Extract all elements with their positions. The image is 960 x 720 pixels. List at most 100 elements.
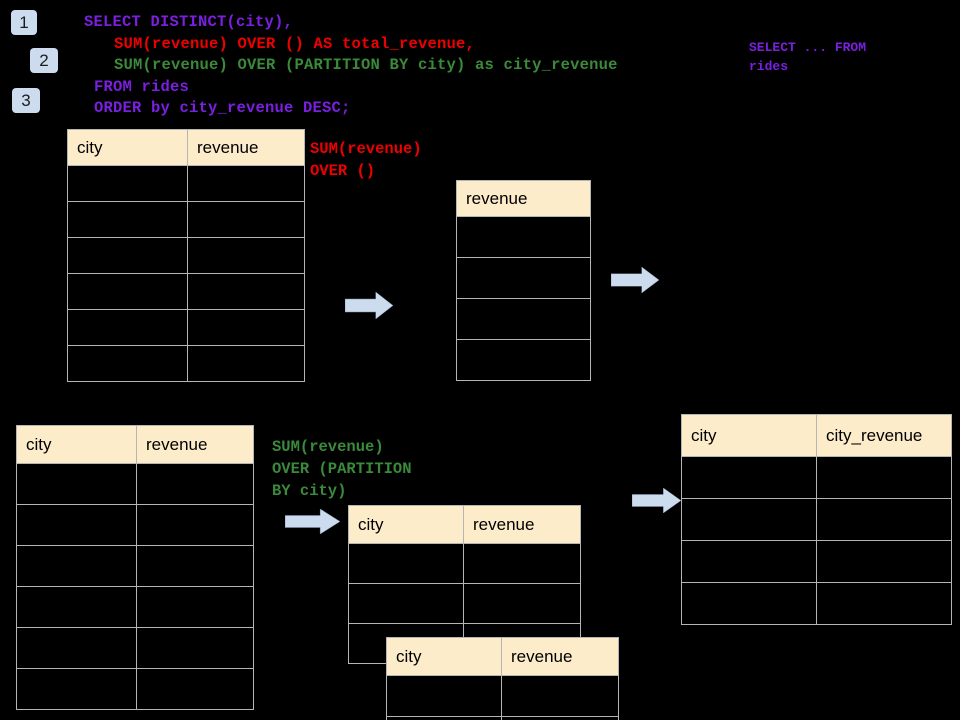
table-cell [816, 498, 952, 541]
table-cell [501, 716, 619, 720]
table-cell [136, 463, 254, 505]
step-badge-label: 1 [19, 13, 29, 32]
column-header-revenue: revenue [456, 180, 591, 217]
table-cell [681, 540, 817, 583]
table-cell [136, 668, 254, 710]
sql-query-block: SELECT DISTINCT(city),SUM(revenue) OVER … [84, 12, 618, 120]
table-cell [187, 165, 305, 202]
sql-line-5: ORDER by city_revenue DESC; [94, 99, 351, 117]
table-cell [16, 545, 137, 587]
table-cell [816, 582, 952, 625]
table-cell [187, 273, 305, 310]
table-cell [681, 582, 817, 625]
column-header-revenue: revenue [463, 505, 581, 544]
table-row [16, 463, 254, 505]
table-cell [67, 201, 188, 238]
table-row [456, 339, 591, 381]
table-cell [67, 345, 188, 382]
table-cell [16, 504, 137, 546]
column-header-revenue: revenue [187, 129, 305, 166]
table-cell [463, 543, 581, 584]
table-cell [456, 339, 591, 381]
table-cell [16, 463, 137, 505]
table-cell [456, 298, 591, 340]
table-cell [67, 309, 188, 346]
step-badge-label: 3 [21, 91, 31, 110]
table-cell [463, 583, 581, 624]
arrow-source-to-partition-icon [284, 508, 341, 535]
table-row [16, 545, 254, 587]
table-cell [187, 201, 305, 238]
table-cell [501, 675, 619, 717]
arrow-source-to-total-icon [344, 291, 394, 320]
table-row [67, 165, 305, 202]
table-row [681, 540, 952, 583]
table-cell [136, 586, 254, 628]
table-header-row: revenue [456, 180, 591, 217]
table-cell [136, 627, 254, 669]
step-badge-2: 2 [30, 48, 58, 73]
step-badge-label: 2 [39, 51, 49, 70]
table-cell [16, 586, 137, 628]
table-cell [16, 668, 137, 710]
table-row [67, 345, 305, 382]
table-row [348, 583, 581, 624]
table-cell [681, 498, 817, 541]
column-header-city: city [16, 425, 137, 464]
table-row [456, 298, 591, 340]
table-row [67, 237, 305, 274]
table-total-revenue: revenue [456, 180, 591, 381]
sql-line-4: FROM rides [94, 77, 190, 96]
table-row [681, 498, 952, 541]
table-cell [187, 309, 305, 346]
table-cell [348, 583, 464, 624]
table-row [386, 716, 619, 720]
table-cell [136, 504, 254, 546]
table-cell [187, 345, 305, 382]
column-header-revenue: revenue [136, 425, 254, 464]
table-cell [816, 456, 952, 499]
column-header-revenue: revenue [501, 637, 619, 676]
table-row [16, 668, 254, 710]
table-cell [816, 540, 952, 583]
table-cell [348, 543, 464, 584]
table-row [67, 309, 305, 346]
table-row [16, 586, 254, 628]
table-cell [456, 216, 591, 258]
table-row [348, 543, 581, 584]
table-row [16, 627, 254, 669]
table-cell [386, 675, 502, 717]
step-badge-3: 3 [12, 88, 40, 113]
column-header-city: city [67, 129, 188, 166]
arrow-total-to-result-icon [610, 266, 660, 294]
table-cell [681, 456, 817, 499]
table-row [386, 675, 619, 717]
annotation-sum-over-partition: SUM(revenue) OVER (PARTITION BY city) [272, 438, 412, 500]
table-row [456, 216, 591, 258]
table-cell [67, 165, 188, 202]
table-cell [456, 257, 591, 299]
table-cell [136, 545, 254, 587]
column-header-city: city [348, 505, 464, 544]
table-cell [187, 237, 305, 274]
table-cell [16, 627, 137, 669]
table-row [67, 273, 305, 310]
step-badge-1: 1 [11, 10, 37, 35]
table-row [681, 582, 952, 625]
table-cell [386, 716, 502, 720]
arrow-partition-to-result-icon [631, 487, 682, 514]
column-header-city_revenue: city_revenue [816, 414, 952, 457]
sql-line-2: SUM(revenue) OVER () AS total_revenue, [114, 34, 476, 53]
column-header-city: city [386, 637, 502, 676]
table-cell [67, 237, 188, 274]
column-header-city: city [681, 414, 817, 457]
